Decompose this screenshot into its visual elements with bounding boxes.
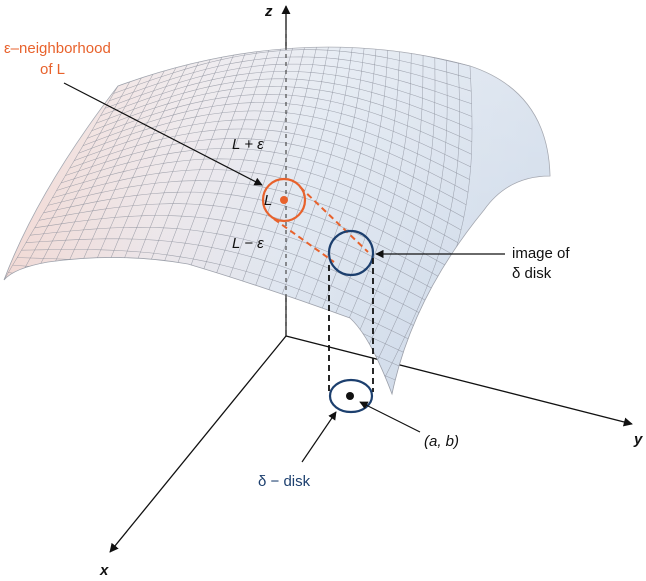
image-of-delta-disk-circle (327, 229, 375, 277)
surface-mesh-line (87, 94, 472, 155)
surface-mesh-line (113, 49, 471, 94)
surface-mesh-line (96, 78, 473, 130)
surface-mesh-line (74, 119, 469, 193)
surface-mesh-line (60, 148, 462, 231)
point-label-arrow (359, 401, 421, 433)
orange-dashed-connector-top (299, 186, 369, 253)
surface-mesh-line (104, 63, 472, 109)
y-axis (285, 335, 633, 427)
orange-dashed-connector-bottom (273, 218, 335, 263)
surface-mesh-line (47, 180, 451, 269)
surface-mesh-line (43, 191, 446, 281)
epsilon-neighborhood-circle (261, 177, 307, 223)
image-of-delta-disk-label-line2: δ disk (512, 265, 552, 282)
point-a-b-label: (a, b) (424, 433, 459, 450)
L-plus-epsilon-label: L + ε (232, 136, 264, 153)
surface-mesh-line (52, 169, 455, 256)
surface-mesh-line (56, 158, 458, 243)
L-label: L (264, 192, 272, 209)
surface-mesh-line (82, 102, 471, 168)
surface-mesh-line (21, 249, 419, 344)
epsilon-neighborhood-label-line2: of L (40, 61, 65, 78)
y-axis-label: y (633, 431, 643, 448)
surface-mesh-line (91, 86, 473, 142)
L-point (280, 196, 288, 204)
delta-disk-label: δ − disk (258, 473, 311, 490)
surface-mesh-line (109, 56, 472, 102)
surface-mesh-line (25, 238, 425, 332)
surface-mesh-line (34, 215, 436, 306)
surface-mesh-line (39, 203, 441, 294)
surface-mesh-line (69, 128, 467, 206)
z-axis-label: z (264, 3, 273, 20)
delta-disk-label-arrow (301, 411, 337, 463)
epsilon-neighborhood-arrow (63, 82, 263, 186)
point-a-b (346, 392, 354, 400)
delta-disk-ellipse (328, 378, 374, 414)
surface-mesh-line (65, 138, 464, 218)
x-axis-label: x (99, 562, 109, 579)
surface-mesh-line (78, 110, 470, 180)
epsilon-neighborhood-label-line1: ε–neighborhood (4, 40, 111, 57)
image-of-delta-disk-label-line1: image of (512, 245, 570, 262)
L-minus-epsilon-label: L − ε (232, 235, 264, 252)
surface (3, 46, 551, 396)
surface-mesh-line (30, 227, 431, 319)
x-axis (109, 335, 287, 553)
